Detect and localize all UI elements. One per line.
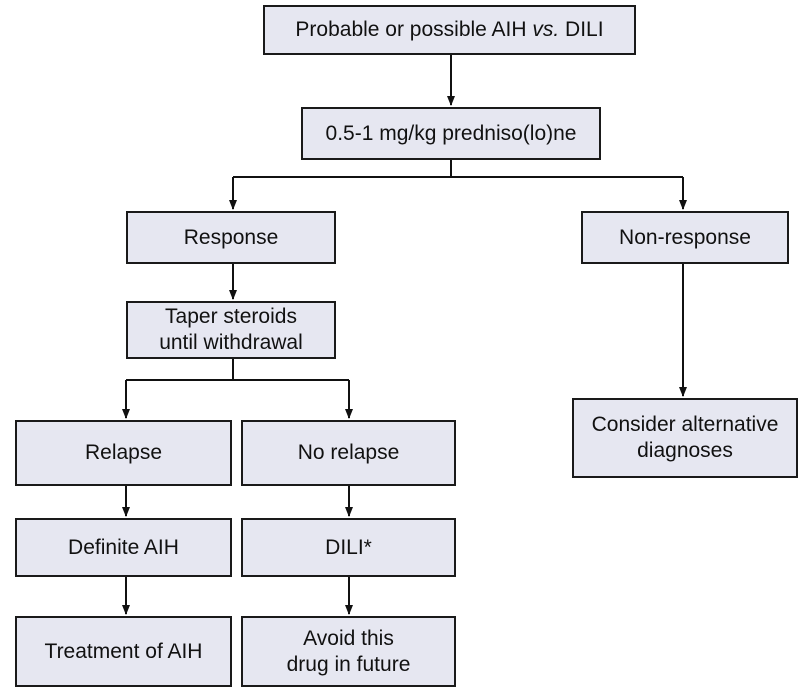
node-start-text-em: vs. — [532, 18, 560, 41]
node-dili: DILI* — [241, 518, 456, 577]
node-nonresponse-label: Non-response — [619, 225, 751, 249]
node-relapse: Relapse — [15, 420, 232, 486]
node-alternative: Consider alternative diagnoses — [572, 398, 798, 478]
node-response: Response — [126, 211, 336, 264]
node-norelapse: No relapse — [241, 420, 456, 486]
node-avoid-line1: Avoid this — [303, 626, 394, 650]
node-start-text-post: DILI — [559, 18, 604, 41]
node-relapse-label: Relapse — [84, 441, 163, 464]
node-norelapse-label: No relapse — [297, 441, 400, 464]
node-start-text-pre: Probable or possible AIH — [295, 18, 533, 41]
node-alternative-line1: Consider alternative — [591, 413, 779, 436]
node-dili-label: DILI* — [325, 535, 372, 559]
node-response-label: Response — [183, 225, 279, 249]
node-avoid: Avoid this drug in future — [241, 616, 456, 687]
node-definite: Definite AIH — [15, 518, 232, 577]
node-alternative-line2: diagnoses — [637, 439, 733, 462]
node-treatment: 0.5-1 mg/kg predniso(lo)ne — [301, 107, 601, 160]
node-taper: Taper steroids until withdrawal — [126, 301, 336, 359]
node-taper-line1: Taper steroids — [165, 305, 297, 328]
node-start: Probable or possible AIH vs. DILI — [263, 5, 636, 55]
node-avoid-line2: drug in future — [286, 652, 411, 676]
node-treatment-aih-label: Treatment of AIH — [44, 639, 203, 663]
node-taper-line2: until withdrawal — [159, 331, 303, 354]
node-definite-label: Definite AIH — [68, 535, 179, 559]
node-treatment-aih: Treatment of AIH — [15, 616, 232, 687]
node-nonresponse: Non-response — [581, 211, 789, 264]
node-start-label: Probable or possible AIH vs. DILI — [295, 17, 603, 43]
node-treatment-label: 0.5-1 mg/kg predniso(lo)ne — [325, 121, 577, 145]
